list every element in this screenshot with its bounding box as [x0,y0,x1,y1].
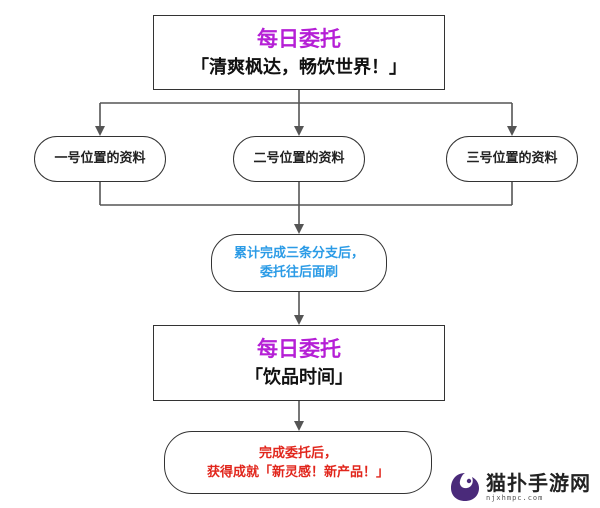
watermark-name: 猫扑手游网 [486,470,591,495]
watermark-url: njxhmpc.com [486,493,544,502]
second-commission-box: 每日委托 「饮品时间」 [153,325,445,401]
branch-node-3: 三号位置的资料 [446,136,578,182]
top-commission-subtitle: 「清爽枫达，畅饮世界！」 [191,56,407,78]
branch-node-1: 一号位置的资料 [34,136,166,182]
merge-note: 累计完成三条分支后， 委托往后面刷 [211,234,387,292]
merge-note-line-1: 累计完成三条分支后， [233,246,364,261]
final-note-line-1: 完成委托后， [258,445,337,461]
branch-node-2-label: 二号位置的资料 [253,151,345,166]
watermark: 猫扑手游网 njxhmpc.com [448,470,598,504]
final-note: 完成委托后， 获得成就「新灵感！新产品！」 [164,431,432,494]
branch-node-2: 二号位置的资料 [233,136,365,182]
second-commission-subtitle: 「饮品时间」 [245,367,353,388]
top-commission-title: 每日委托 [257,26,341,51]
second-commission-title: 每日委托 [257,337,341,361]
branch-node-1-label: 一号位置的资料 [54,151,146,166]
merge-note-line-2: 委托往后面刷 [259,265,338,280]
top-commission-box: 每日委托 「清爽枫达，畅饮世界！」 [153,15,445,90]
branch-node-3-label: 三号位置的资料 [466,151,558,166]
watermark-text: 猫扑手游网 njxhmpc.com [486,472,591,503]
cat-logo-icon [451,473,479,501]
final-note-line-2: 获得成就「新灵感！新产品！」 [206,464,389,480]
